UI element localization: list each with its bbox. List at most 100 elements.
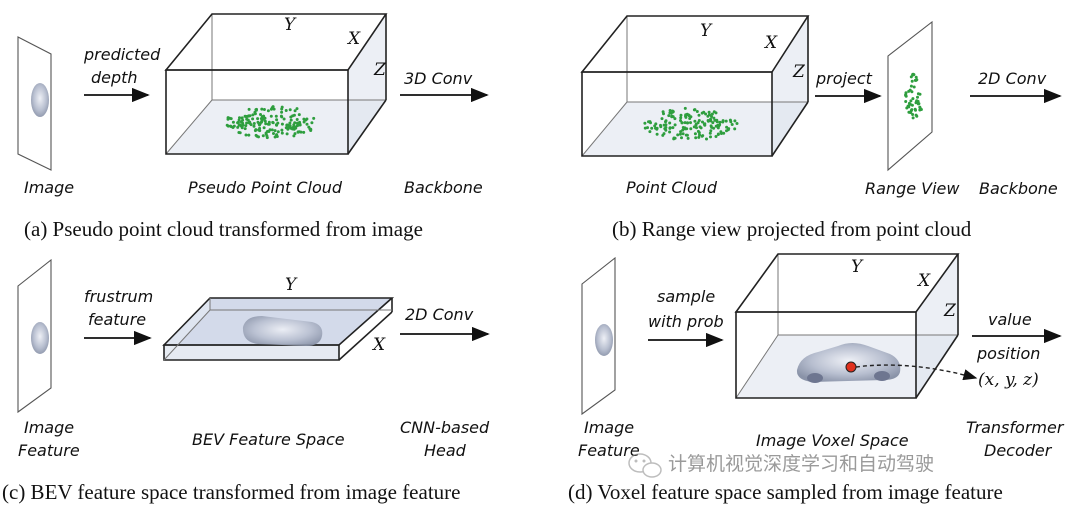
cloud-point xyxy=(285,123,289,127)
car-thumbnail xyxy=(595,324,613,356)
cloud-point xyxy=(231,120,235,124)
cloud-point xyxy=(679,119,682,122)
cloud-point xyxy=(252,122,256,125)
cloud-point xyxy=(648,130,652,134)
caption-a: (a) Pseudo point cloud transformed from … xyxy=(24,217,423,241)
cloud-point xyxy=(244,124,248,128)
cloud-point xyxy=(914,108,917,112)
cloud-point xyxy=(286,127,290,131)
cloud-point xyxy=(270,128,274,132)
cloud-point xyxy=(229,125,233,129)
cloud-point xyxy=(904,100,908,103)
cloud-point xyxy=(733,127,737,131)
cloud-point xyxy=(280,110,284,114)
arrow-label-3d-conv: 3D Conv xyxy=(404,69,473,88)
cloud-point xyxy=(310,121,314,125)
cloud-point xyxy=(288,124,292,128)
cloud-point xyxy=(693,108,697,112)
cloud-point xyxy=(912,85,916,89)
cloud-point xyxy=(680,136,683,140)
cloud-point xyxy=(285,132,289,136)
cloud-point xyxy=(239,120,243,124)
cloud-point xyxy=(698,133,701,137)
cloud-point xyxy=(263,119,267,123)
watermark-text: 计算机视觉深度学习和自动驾驶 xyxy=(668,453,934,475)
cloud-point xyxy=(702,122,706,126)
cloud-point xyxy=(716,123,720,127)
cloud-point xyxy=(916,99,920,103)
label-pseudo-point-cloud: Pseudo Point Cloud xyxy=(188,178,343,197)
cloud-point xyxy=(240,116,244,120)
panel-b: Y X Z project 2D Conv Point Cloud Range … xyxy=(580,15,1062,241)
cloud-point xyxy=(909,84,913,88)
cloud-point xyxy=(265,136,269,140)
label-coords: (x, y, z) xyxy=(978,370,1039,390)
bev-car-footprint xyxy=(242,316,323,346)
cloud-point xyxy=(289,118,293,122)
cloud-point xyxy=(685,133,689,137)
cloud-point xyxy=(695,110,699,113)
cloud-point xyxy=(247,121,251,125)
cloud-point xyxy=(904,93,908,97)
cloud-point xyxy=(709,117,713,121)
cloud-point xyxy=(282,117,286,121)
axis-z: Z xyxy=(373,60,387,80)
arrow-label-frustrum: frustrum xyxy=(84,287,153,306)
cloud-point xyxy=(686,121,689,125)
cloud-point xyxy=(261,117,265,121)
cloud-point xyxy=(909,75,913,79)
cloud-point xyxy=(730,123,734,126)
cloud-point xyxy=(257,128,261,132)
cloud-point xyxy=(697,113,701,117)
cloud-point xyxy=(683,126,687,130)
cloud-point xyxy=(295,107,299,111)
cloud-point xyxy=(307,125,311,129)
cloud-point xyxy=(267,120,271,124)
cloud-point xyxy=(911,72,915,76)
cloud-point xyxy=(296,130,300,134)
cloud-point xyxy=(292,123,296,127)
cloud-point xyxy=(668,109,672,112)
arrow-label-project: project xyxy=(815,69,873,88)
label-feature: Feature xyxy=(18,441,80,460)
cloud-point xyxy=(671,126,675,130)
cloud-point xyxy=(708,131,712,135)
cloud-point xyxy=(243,114,247,118)
cloud-point xyxy=(288,121,292,125)
cloud-point xyxy=(302,130,306,134)
cloud-point xyxy=(290,126,294,130)
cloud-point xyxy=(664,128,668,132)
cloud-point xyxy=(697,135,701,139)
cloud-point xyxy=(238,123,242,127)
cloud-point xyxy=(254,133,258,137)
cloud-point xyxy=(712,116,716,120)
cloud-point xyxy=(274,114,278,118)
cloud-point xyxy=(650,126,654,130)
axis-x: X xyxy=(346,29,361,49)
cloud-point xyxy=(668,111,672,115)
cloud-point xyxy=(264,132,268,136)
cloud-point xyxy=(662,132,666,136)
caption-b: (b) Range view projected from point clou… xyxy=(612,217,972,241)
cloud-point xyxy=(293,109,297,113)
cloud-point xyxy=(247,107,251,111)
cloud-point xyxy=(668,121,672,125)
cloud-point xyxy=(909,111,912,115)
cloud-point xyxy=(245,121,249,125)
car-thumbnail xyxy=(31,322,49,354)
cloud-point xyxy=(280,122,284,126)
cloud-point xyxy=(671,109,674,113)
point-cloud-box xyxy=(580,15,810,157)
axis-z: Z xyxy=(792,62,806,82)
cloud-point xyxy=(725,129,728,133)
cloud-point xyxy=(702,110,706,114)
axis-y: Y xyxy=(851,257,864,277)
cloud-point xyxy=(709,124,713,128)
cloud-point xyxy=(273,129,277,133)
cloud-point xyxy=(710,112,714,116)
cloud-point xyxy=(670,115,674,119)
cloud-point xyxy=(643,121,647,125)
panel-a: predicted depth Y X Z 3D Conv Image Pseu… xyxy=(17,13,489,241)
cloud-point xyxy=(699,126,703,130)
cloud-point xyxy=(260,107,264,111)
